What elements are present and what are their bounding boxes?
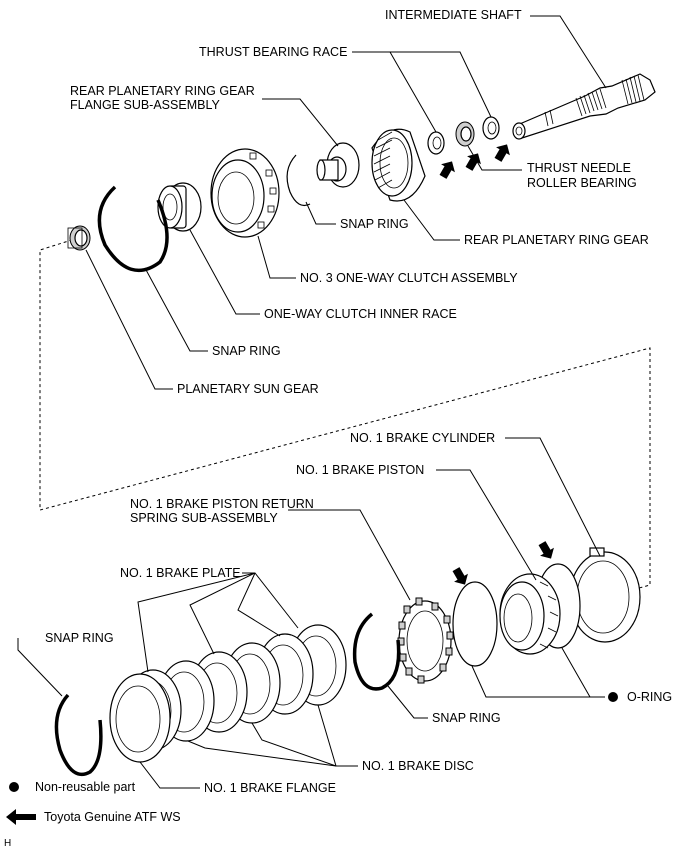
thrust-bearing-race-1	[427, 131, 445, 155]
atf-arrow-icon	[452, 567, 468, 585]
atf-arrow-icon	[439, 161, 455, 179]
label-no1-brake-piston: NO. 1 BRAKE PISTON	[296, 463, 424, 477]
no1-brake-piston	[499, 573, 561, 655]
atf-arrow-icon	[465, 153, 481, 171]
snap-ring-lower	[352, 612, 401, 691]
brake-plate-disc-stack	[109, 624, 347, 763]
label-snap-ring-left: SNAP RING	[45, 631, 114, 645]
non-reusable-dot-icon	[608, 692, 618, 702]
label-no3-one-way-clutch: NO. 3 ONE-WAY CLUTCH ASSEMBLY	[300, 271, 518, 285]
legend: Non-reusable part Toyota Genuine ATF WS	[6, 780, 181, 825]
no3-one-way-clutch-assembly	[210, 148, 280, 238]
atf-arrow-icon	[494, 144, 510, 162]
rear-planetary-ring-gear-flange	[316, 142, 360, 188]
label-intermediate-shaft: INTERMEDIATE SHAFT	[385, 8, 522, 22]
planetary-sun-gear	[67, 225, 91, 251]
assembly-guide-dashed-line	[39, 237, 651, 591]
label-planetary-sun-gear: PLANETARY SUN GEAR	[177, 382, 319, 396]
intermediate-shaft	[512, 73, 656, 140]
label-rear-planetary-ring-gear-flange-line1: REAR PLANETARY RING GEAR	[70, 84, 255, 98]
label-snap-ring-upper: SNAP RING	[340, 217, 409, 231]
thrust-bearing-race-2	[482, 116, 500, 140]
label-snap-ring-mid: SNAP RING	[212, 344, 281, 358]
label-no1-brake-plate: NO. 1 BRAKE PLATE	[120, 566, 241, 580]
label-thrust-bearing-race: THRUST BEARING RACE	[199, 45, 347, 59]
label-no1-brake-cylinder: NO. 1 BRAKE CYLINDER	[350, 431, 495, 445]
snap-ring-left	[54, 693, 103, 777]
label-return-spring-line2: SPRING SUB-ASSEMBLY	[130, 511, 278, 525]
label-no1-brake-disc: NO. 1 BRAKE DISC	[362, 759, 474, 773]
no1-brake-cylinder	[569, 547, 641, 643]
legend-atf: Toyota Genuine ATF WS	[44, 810, 181, 824]
non-reusable-dot-icon	[9, 782, 19, 792]
part-labels: INTERMEDIATE SHAFT THRUST BEARING RACE R…	[45, 8, 672, 795]
label-thrust-needle-line2: ROLLER BEARING	[527, 176, 637, 190]
thrust-needle-roller-bearing	[455, 121, 475, 147]
label-one-way-clutch-inner-race: ONE-WAY CLUTCH INNER RACE	[264, 307, 457, 321]
corner-mark: H	[4, 838, 11, 849]
atf-arrow-icon	[6, 809, 36, 825]
brake-flange	[109, 673, 171, 763]
label-rear-planetary-ring-gear: REAR PLANETARY RING GEAR	[464, 233, 649, 247]
label-o-ring: O-RING	[627, 690, 672, 704]
leader-lines	[17, 15, 607, 789]
snap-ring-upper	[286, 154, 311, 207]
o-ring-small	[452, 581, 498, 667]
legend-non-reusable: Non-reusable part	[35, 780, 136, 794]
no1-brake-piston-return-spring	[397, 597, 454, 684]
rear-planetary-ring-gear	[371, 128, 426, 202]
label-return-spring-line1: NO. 1 BRAKE PISTON RETURN	[130, 497, 314, 511]
label-rear-planetary-ring-gear-flange-line2: FLANGE SUB-ASSEMBLY	[70, 98, 220, 112]
label-no1-brake-flange: NO. 1 BRAKE FLANGE	[204, 781, 336, 795]
atf-arrow-icon	[538, 541, 554, 559]
snap-ring-mid	[97, 185, 169, 273]
label-snap-ring-lower: SNAP RING	[432, 711, 501, 725]
label-thrust-needle-line1: THRUST NEEDLE	[527, 161, 631, 175]
